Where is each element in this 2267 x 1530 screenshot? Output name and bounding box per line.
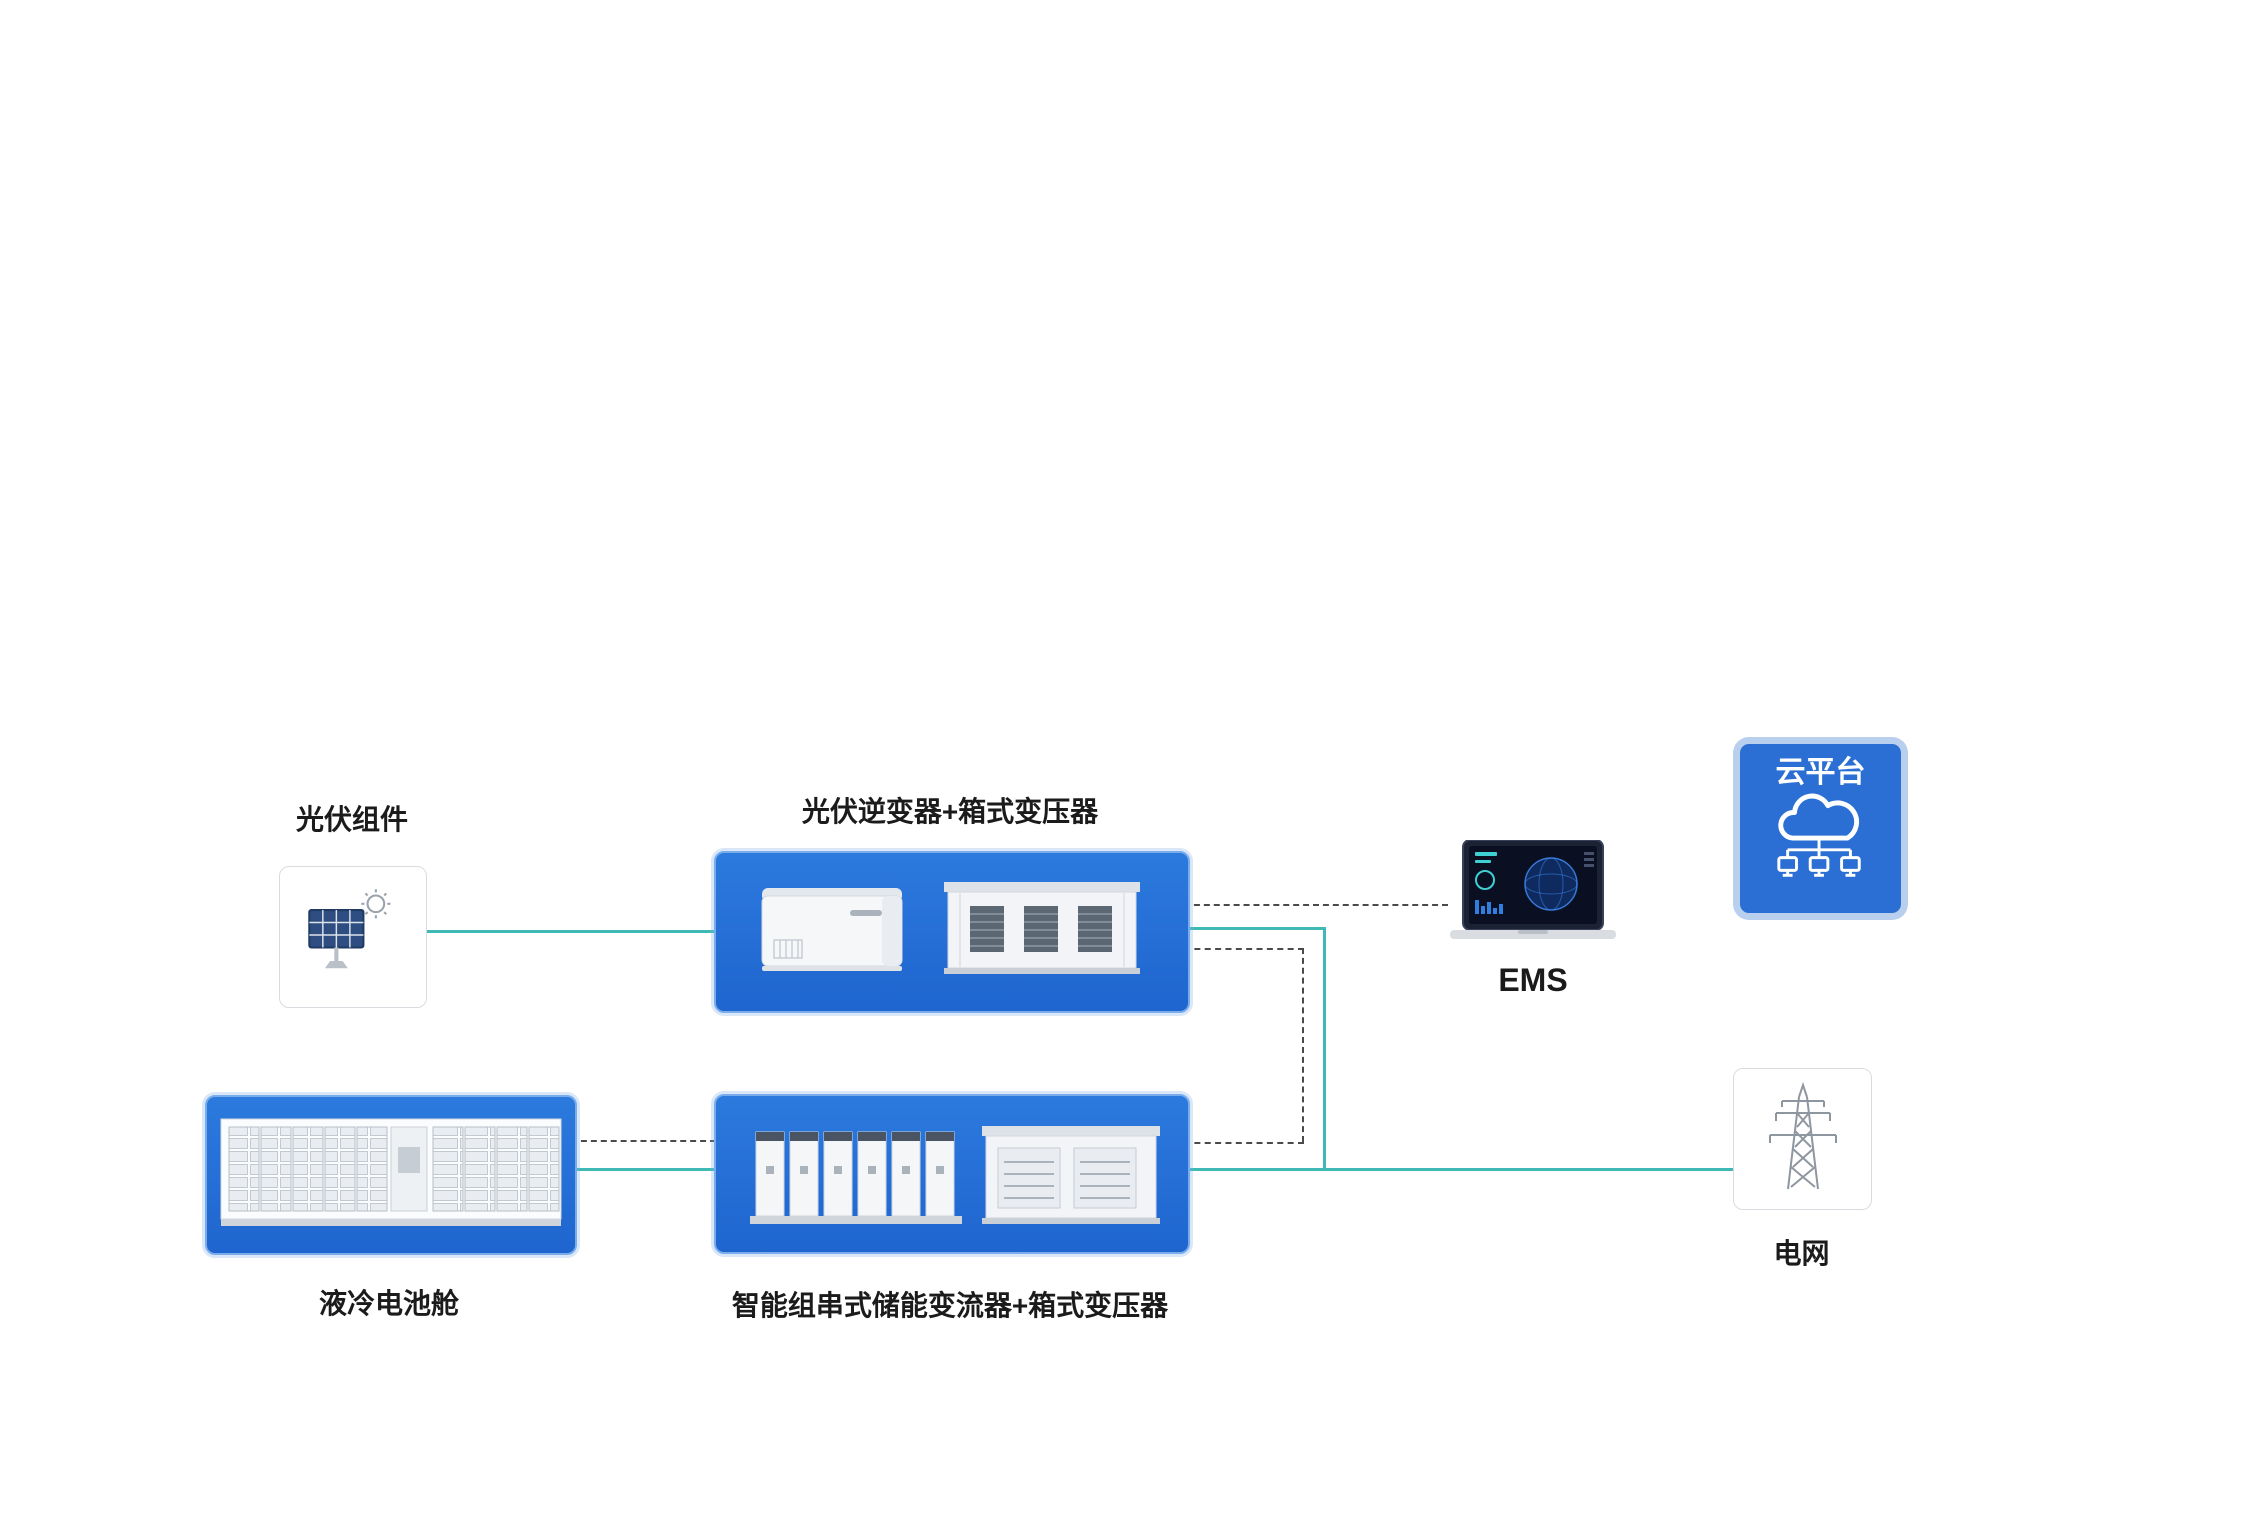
- inverter-and-box-transformer-illustration: [732, 870, 1172, 995]
- signal-line-inverter-to-ems: [1184, 904, 1448, 906]
- cloud-platform-label: 云平台: [1775, 756, 1866, 789]
- power-line-pv-to-inverter: [423, 930, 716, 933]
- pv-module-node: [279, 866, 427, 1008]
- signal-line-vertical: [1302, 948, 1304, 1142]
- power-line-pcs-to-grid: [1184, 1168, 1733, 1171]
- signal-line-inverter-branch: [1184, 948, 1304, 950]
- power-transmission-tower-icon: [1748, 1079, 1858, 1200]
- cloud-platform-inner: 云平台: [1740, 744, 1901, 913]
- grid-node: [1733, 1068, 1872, 1210]
- string-pcs-and-box-transformer-illustration: [730, 1108, 1174, 1241]
- ems-label: EMS: [1498, 962, 1568, 998]
- battery-node: [205, 1095, 577, 1255]
- pv-inverter-node: [714, 851, 1190, 1013]
- pcs-label: 智能组串式储能变流器+箱式变压器: [731, 1290, 1169, 1321]
- cloud-platform-node: 云平台: [1733, 737, 1908, 920]
- grid-label: 电网: [1773, 1238, 1830, 1269]
- power-line-junction-vertical: [1323, 927, 1326, 1171]
- pv-module-label: 光伏组件: [295, 804, 408, 835]
- signal-line-battery-to-pcs: [571, 1140, 716, 1142]
- laptop-dashboard-illustration: [1448, 838, 1618, 953]
- liquid-cooled-battery-container-illustration: [219, 1111, 563, 1240]
- pcs-node: [714, 1094, 1190, 1254]
- solar-panel-icon: [301, 883, 405, 992]
- cloud-network-icon: [1757, 789, 1885, 896]
- power-line-battery-to-pcs: [571, 1168, 716, 1171]
- pv-inverter-label: 光伏逆变器+箱式变压器: [801, 796, 1099, 827]
- signal-line-to-pcs: [1184, 1142, 1304, 1144]
- ems-node: [1448, 838, 1618, 953]
- battery-label: 液冷电池舱: [318, 1288, 459, 1319]
- power-line-inverter-to-junction: [1184, 927, 1326, 930]
